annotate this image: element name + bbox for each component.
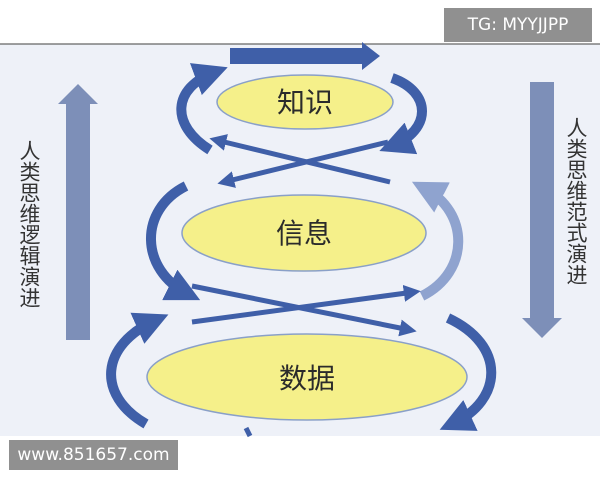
top-watermark: TG: MYYJJPP bbox=[444, 8, 592, 42]
information-left-curve-arrow bbox=[146, 181, 201, 301]
information-ellipse bbox=[181, 194, 427, 272]
knowledge-ellipse bbox=[216, 74, 394, 130]
cross-arrow-upper-b bbox=[217, 139, 389, 188]
top-flow-arrow bbox=[230, 42, 380, 70]
bottom-partial-arrow bbox=[243, 426, 253, 438]
information-right-curve-arrow bbox=[411, 181, 464, 301]
stage-label-information: 信息 bbox=[276, 217, 332, 250]
data-left-curve-arrow bbox=[106, 312, 169, 429]
right-side-label: 人类思维范式演进 bbox=[564, 117, 588, 285]
left-side-label: 人类思维逻辑演进 bbox=[17, 140, 41, 308]
stage-label-knowledge: 知识 bbox=[277, 86, 333, 119]
knowledge-right-curve-arrow bbox=[379, 73, 427, 155]
right-down-arrow bbox=[522, 82, 562, 338]
data-ellipse bbox=[146, 333, 468, 421]
stage-label-data: 数据 bbox=[279, 362, 335, 395]
cross-arrow-lower-b bbox=[191, 284, 421, 325]
left-up-arrow bbox=[58, 84, 98, 340]
knowledge-left-curve-arrow bbox=[176, 63, 228, 155]
bottom-watermark: www.851657.com bbox=[9, 440, 178, 470]
data-right-curve-arrow bbox=[439, 313, 497, 431]
